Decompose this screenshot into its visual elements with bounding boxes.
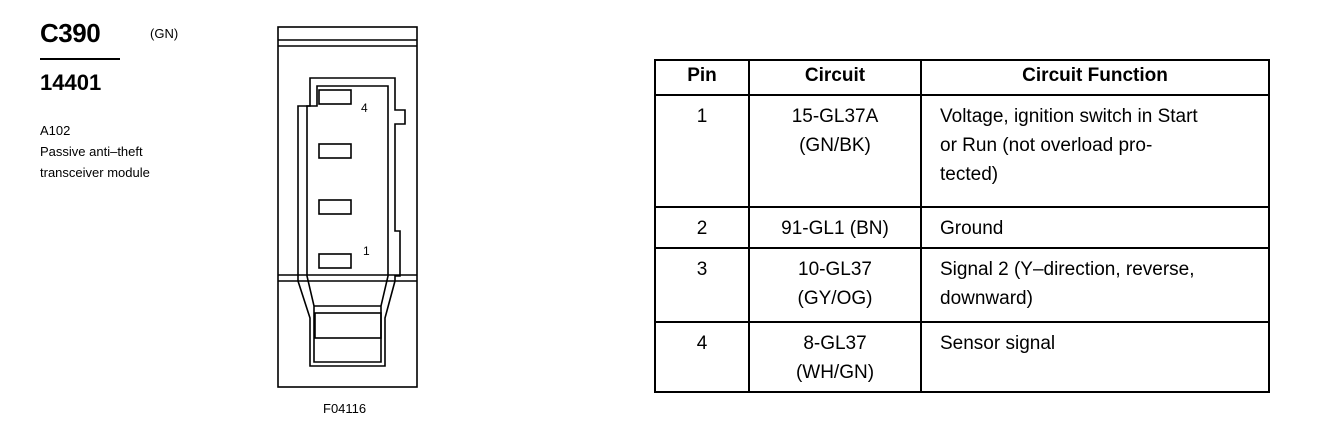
pinout-table: Pin Circuit Circuit Function 1 15-GL37A … bbox=[654, 59, 1270, 393]
circuit-id: 8-GL37 bbox=[803, 333, 867, 354]
component-name-line1: Passive anti–theft bbox=[40, 144, 143, 159]
function-text-line: or Run (not overload pro- bbox=[940, 135, 1153, 156]
terminal-3 bbox=[318, 143, 352, 159]
circuit-cell: 8-GL37 (WH/GN) bbox=[748, 321, 922, 393]
pin-cell: 1 bbox=[654, 94, 750, 208]
table-header-row: Pin Circuit Circuit Function bbox=[654, 59, 1270, 96]
circuit-id: 10-GL37 bbox=[798, 259, 872, 280]
header-circuit-function: Circuit Function bbox=[920, 59, 1270, 96]
function-text-line: Sensor signal bbox=[940, 333, 1056, 354]
function-text-line: downward) bbox=[940, 288, 1033, 309]
terminal-1 bbox=[318, 253, 352, 269]
function-cell: Ground bbox=[920, 206, 1270, 249]
terminal-4 bbox=[318, 89, 352, 105]
pin-label-1: 1 bbox=[363, 244, 370, 258]
table-row: 2 91-GL1 (BN) Ground bbox=[654, 206, 1270, 249]
table-row: 1 15-GL37A (GN/BK) Voltage, ignition swi… bbox=[654, 94, 1270, 208]
circuit-id: 15-GL37A bbox=[791, 106, 879, 127]
table-row: 3 10-GL37 (GY/OG) Signal 2 (Y–direction,… bbox=[654, 247, 1270, 323]
circuit-cell: 15-GL37A (GN/BK) bbox=[748, 94, 922, 208]
terminal-2 bbox=[318, 199, 352, 215]
pin-cell: 4 bbox=[654, 321, 750, 393]
connector-housing bbox=[277, 26, 418, 388]
connector-face-diagram: 4 1 bbox=[277, 26, 418, 388]
part-number: 14401 bbox=[40, 70, 102, 95]
connector-color: (GN) bbox=[150, 26, 179, 41]
pin-cell: 2 bbox=[654, 206, 750, 249]
function-text-line: Signal 2 (Y–direction, reverse, bbox=[940, 259, 1195, 280]
circuit-id: 91-GL1 (BN) bbox=[781, 218, 889, 239]
circuit-color: (GY/OG) bbox=[797, 288, 873, 309]
component-location: A102 bbox=[40, 123, 71, 138]
circuit-color: (GN/BK) bbox=[799, 135, 871, 156]
function-cell: Sensor signal bbox=[920, 321, 1270, 393]
component-name-line2: transceiver module bbox=[40, 165, 150, 180]
connector-cavity bbox=[297, 77, 406, 367]
header-circuit: Circuit bbox=[748, 59, 922, 96]
circuit-cell: 91-GL1 (BN) bbox=[748, 206, 922, 249]
circuit-cell: 10-GL37 (GY/OG) bbox=[748, 247, 922, 323]
function-text-line: tected) bbox=[940, 164, 999, 185]
function-cell: Signal 2 (Y–direction, reverse, downward… bbox=[920, 247, 1270, 323]
circuit-color: (WH/GN) bbox=[795, 362, 875, 383]
function-text-line: Ground bbox=[940, 218, 1004, 239]
header-pin: Pin bbox=[654, 59, 750, 96]
pin-label-4: 4 bbox=[361, 101, 368, 115]
pin-cell: 3 bbox=[654, 247, 750, 323]
component-description: A102 Passive anti–theft transceiver modu… bbox=[40, 120, 150, 183]
connector-id-underline bbox=[40, 58, 120, 60]
figure-code: F04116 bbox=[323, 401, 367, 416]
function-text-line: Voltage, ignition switch in Start bbox=[940, 106, 1198, 127]
locking-tab bbox=[314, 312, 382, 339]
table-row: 4 8-GL37 (WH/GN) Sensor signal bbox=[654, 321, 1270, 393]
function-cell: Voltage, ignition switch in Start or Run… bbox=[920, 94, 1270, 208]
connector-id: C390 bbox=[40, 18, 101, 48]
